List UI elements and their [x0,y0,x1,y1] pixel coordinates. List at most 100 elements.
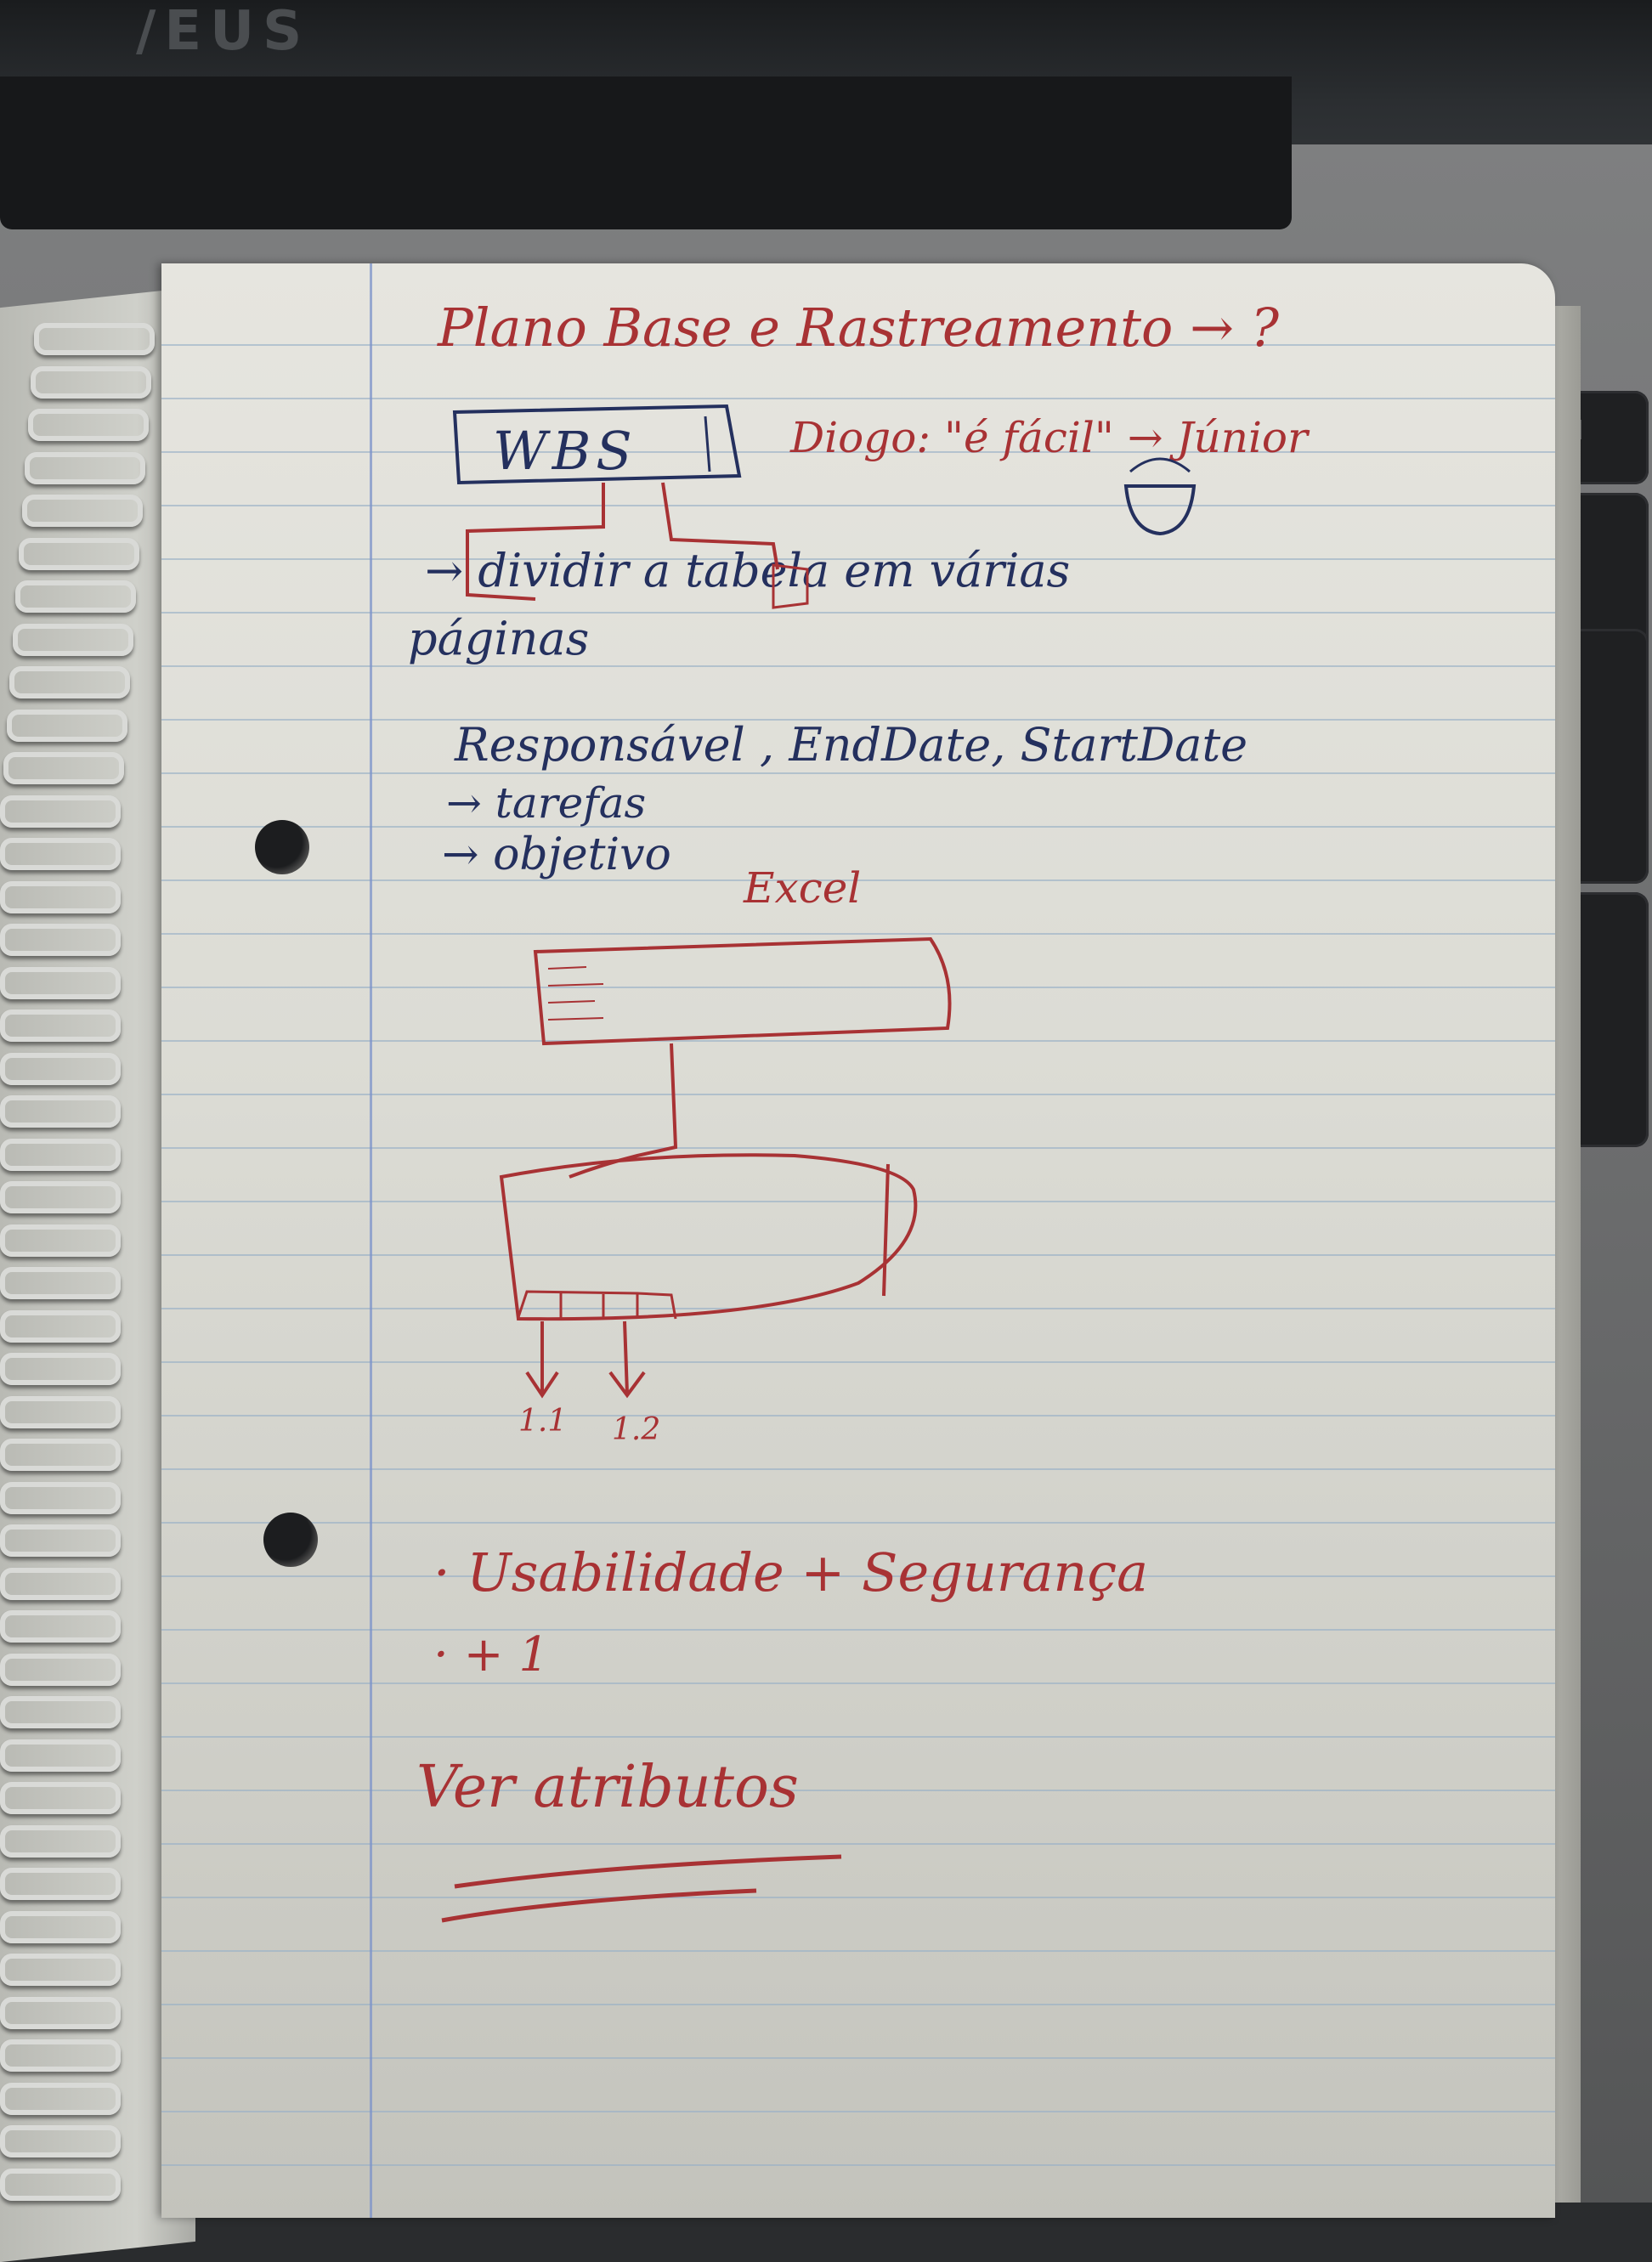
spiral-coil [0,1009,121,1042]
usability-bullet: · Usabilidade + Segurança [433,1541,1149,1603]
ruled-line [161,1950,1555,1952]
notebook-page: Plano Base e Rastreamento → ? WBS Diogo:… [161,263,1555,2218]
spiral-coil [0,1138,121,1171]
ruled-line [161,665,1555,667]
ruled-line [161,1843,1555,1845]
spiral-coil [0,966,121,999]
ruled-line [161,612,1555,614]
spiral-coil [31,365,152,399]
ruled-line [161,558,1555,560]
punch-hole [255,820,309,874]
tasks-item: → tarefas [446,778,647,828]
attributes-note: Ver atributos [416,1754,799,1821]
arrow-1-2 [608,1320,646,1399]
ruled-line [161,1736,1555,1738]
ruled-line [161,1201,1555,1202]
ruled-line [161,1575,1555,1577]
spiral-coil [0,924,121,956]
sub-label: 1.2 [612,1412,661,1447]
spiral-coil [0,1910,121,1943]
ruled-line [161,1682,1555,1684]
margin-line [370,263,372,2218]
ruled-line [161,451,1555,453]
spiral-coil [0,2039,121,2072]
punch-hole [263,1513,318,1567]
spiral-coil [0,1353,121,1385]
ruled-line [161,1790,1555,1791]
spiral-coil [34,323,155,355]
ruled-line [161,933,1555,935]
ruled-line [161,2057,1555,2059]
table-tabs [517,1290,677,1320]
spiral-coil [6,709,127,742]
spiral-coil [3,752,124,784]
spiral-coil [0,1868,121,1900]
ruled-line [161,719,1555,721]
wbs-connector-right [661,482,779,570]
spiral-coil [0,2082,121,2115]
ruled-line [161,2111,1555,2112]
spiral-coil [0,1567,121,1600]
page-title: Plano Base e Rastreamento → ? [438,297,1279,359]
ruled-line [161,1629,1555,1631]
spiral-coil [0,1095,121,1128]
spiral-coil [0,880,121,913]
sketch-drawing [441,404,1197,1923]
spiral-coil [9,666,131,698]
spiral-coil [0,1610,121,1643]
spiral-coil [0,1309,121,1343]
spiral-coil [0,1824,121,1858]
ruled-line [161,1094,1555,1095]
ruled-line [161,1308,1555,1309]
spiral-coil [12,623,133,656]
spiral-coil [0,1954,121,1986]
spiral-coil [0,1395,121,1428]
spiral-coil [0,1181,121,1213]
wbs-box [452,404,742,485]
spiral-coil [25,451,146,484]
spiral-coil [0,1481,121,1514]
ruled-line [161,772,1555,774]
ruled-line [161,505,1555,506]
ruled-line [161,879,1555,881]
spiral-coil [0,1224,121,1257]
spiral-coil [0,1696,121,1728]
diogo-note: Diogo: "é fácil" → Júnior [790,413,1308,462]
wbs-connector-left [466,483,605,601]
ruled-line [161,1415,1555,1417]
spiral-coil [0,2125,121,2157]
arrow-1-1 [525,1321,559,1399]
spiral-coil [0,1653,121,1686]
ruled-line [161,1522,1555,1524]
face-doodle [1129,457,1191,473]
ruled-line [161,987,1555,988]
excel-box [533,936,952,1046]
ruled-line [161,1468,1555,1470]
spiral-coil [19,537,139,570]
spiral-coil [27,409,149,441]
ruled-line [161,2004,1555,2005]
spiral-coil [0,1524,121,1557]
spiral-coil [0,2168,121,2201]
spiral-coil [0,1267,121,1299]
ruled-line [161,826,1555,828]
fields-note: Responsável , EndDate, StartDate [455,718,1248,772]
ruled-line [161,1040,1555,1042]
spiral-coil [0,1439,121,1471]
excel-label: Excel [744,863,862,913]
spiral-coil [15,580,137,613]
ruled-line [161,1254,1555,1256]
spiral-coil [0,1052,121,1085]
divide-note: → dividir a tabela em várias [425,544,1071,597]
laptop-logo: /EUS [136,0,311,63]
plus-one-bullet: · + 1 [433,1627,549,1682]
sub-label: 1.1 [518,1404,568,1439]
ruled-line [161,398,1555,399]
spiral-coil [0,1782,121,1814]
laptop-screen-bezel [0,76,1292,229]
spiral-coil [0,1739,121,1772]
attributes-underline [441,1854,842,1923]
ruled-line [161,1361,1555,1363]
ruled-line [161,1147,1555,1149]
ruled-line [161,2164,1555,2166]
